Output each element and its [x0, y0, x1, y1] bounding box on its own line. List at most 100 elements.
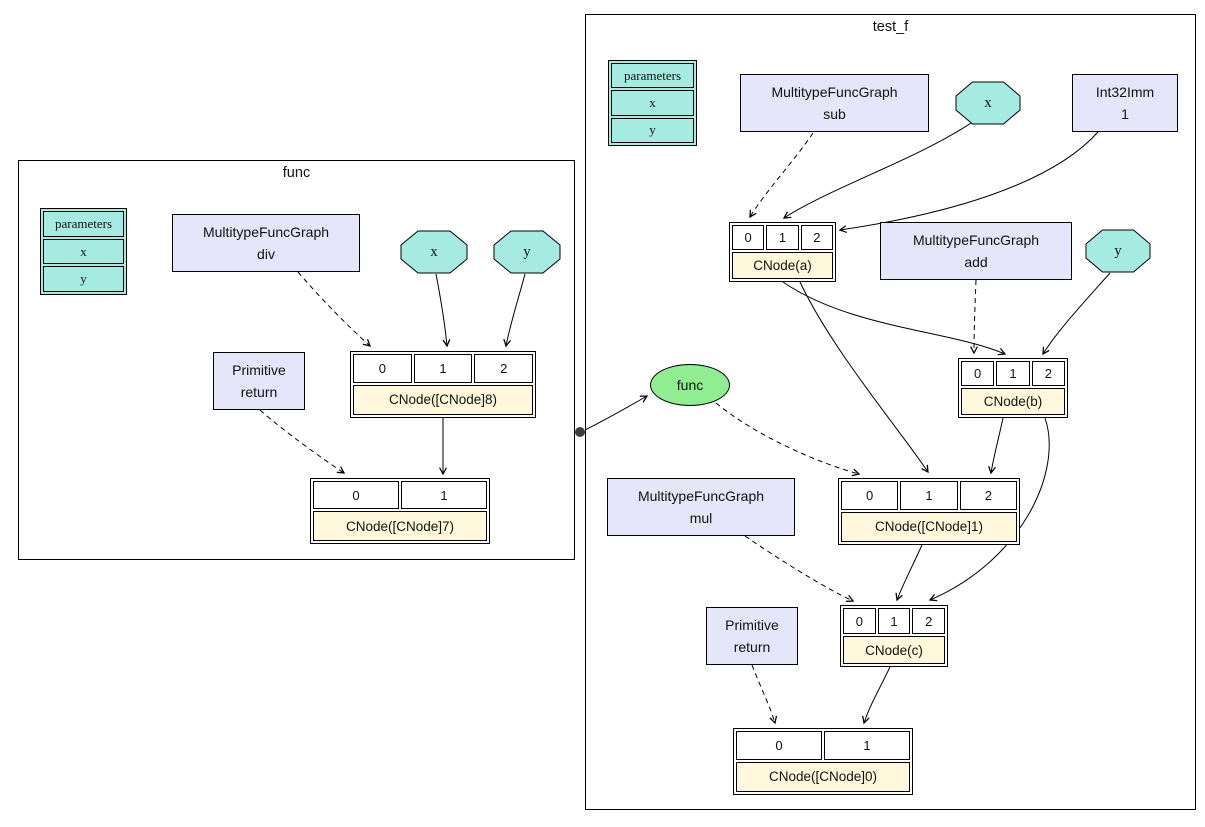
node-name-label: return	[733, 639, 771, 655]
octagon-label: x	[984, 94, 992, 111]
node-name-label: add	[964, 254, 988, 270]
port-1: 1	[824, 731, 910, 760]
test-f-param-y-octagon: y	[1085, 229, 1151, 273]
edge-y-to-cnode8	[503, 273, 526, 348]
node-type-label: MultitypeFuncGraph	[202, 223, 330, 240]
cnode-ports: 0 1 2	[843, 608, 946, 634]
cnode-ports: 0 1	[313, 481, 487, 509]
cnode-label: CNode([CNode]8)	[353, 384, 533, 415]
edge-int32imm-to-cnodea	[838, 131, 1099, 234]
port-1: 1	[996, 361, 1030, 386]
node-name-label: return	[240, 384, 278, 400]
port-0: 0	[961, 361, 995, 386]
test-f-return-node: Primitive return	[706, 607, 798, 665]
octagon-label: y	[1114, 242, 1122, 259]
octagon-shape-icon	[493, 230, 561, 274]
parameter-row-y: y	[43, 266, 124, 293]
parameter-row-x: x	[43, 238, 124, 265]
edge-add-to-cnodeb	[970, 279, 978, 355]
cnode-label: CNode(b)	[961, 388, 1065, 415]
node-type-label: Int32Imm	[1095, 83, 1155, 100]
edge-cnodea-to-cnode1	[799, 281, 929, 474]
node-type-label: Primitive	[725, 616, 779, 633]
node-type-label: MultitypeFuncGraph	[771, 83, 898, 100]
test-f-mul-node: MultitypeFuncGraph mul	[607, 478, 795, 536]
port-0: 0	[843, 608, 876, 634]
cnode-label: CNode(a)	[732, 252, 833, 279]
edge-x-to-cnodea	[782, 120, 975, 219]
edge-return-to-cnode7	[259, 409, 346, 474]
node-type-label: Primitive	[232, 361, 286, 378]
octagon-shape-icon	[400, 230, 468, 274]
cnode-ports: 0 1	[736, 731, 910, 760]
octagon-label: y	[523, 243, 531, 260]
octagon-shape-icon	[955, 81, 1021, 125]
test-f-cnode-a: 0 1 2 CNode(a)	[729, 222, 836, 282]
node-type-label: MultitypeFuncGraph	[912, 231, 1040, 248]
ellipse-label: func	[676, 377, 704, 393]
test-f-parameters-table: parameters x y	[608, 60, 697, 146]
func-div-node: MultitypeFuncGraph div	[172, 214, 360, 272]
func-subgraph-ellipse: func	[650, 364, 730, 406]
node-type-label: MultitypeFuncGraph	[637, 487, 765, 504]
edge-sub-to-cnodea	[749, 132, 814, 219]
octagon-label: x	[430, 243, 438, 260]
test-f-param-x-octagon: x	[955, 81, 1021, 125]
cluster-func-title: func	[282, 165, 311, 181]
edge-x-to-cnode8	[435, 273, 451, 348]
edge-div-to-cnode8	[297, 271, 372, 347]
func-param-x-octagon: x	[400, 230, 468, 274]
test-f-cnode-c: 0 1 2 CNode(c)	[840, 605, 948, 667]
test-f-int32imm-node: Int32Imm 1	[1072, 74, 1178, 132]
parameter-row-x: x	[611, 90, 694, 116]
test-f-cnode-b: 0 1 2 CNode(b)	[958, 358, 1068, 418]
port-0: 0	[353, 354, 412, 383]
port-1: 1	[877, 608, 911, 634]
cnode-ports: 0 1 2	[353, 354, 534, 383]
cnode-label: CNode([CNode]1)	[841, 511, 1017, 542]
port-0: 0	[736, 731, 822, 760]
func-cnode-8: 0 1 2 CNode([CNode]8)	[350, 351, 536, 418]
port-0: 0	[313, 481, 399, 509]
edge-mul-to-cnodec	[744, 535, 855, 603]
port-2: 2	[912, 608, 946, 634]
cnode-ports: 0 1 2	[732, 225, 833, 250]
port-1: 1	[766, 225, 799, 250]
test-f-cnode-0: 0 1 CNode([CNode]0)	[733, 728, 913, 795]
parameters-header: parameters	[611, 63, 694, 89]
port-1: 1	[413, 354, 473, 383]
parameter-row-y: y	[611, 117, 694, 143]
node-name-label: mul	[689, 510, 713, 526]
func-parameters-table: parameters x y	[40, 208, 127, 295]
edge-func-to-cnode1	[715, 402, 861, 477]
edge-cnodeb-to-cnode1	[988, 417, 1004, 475]
cnode-label: CNode(c)	[843, 636, 945, 664]
port-0: 0	[841, 481, 899, 510]
test-f-sub-node: MultitypeFuncGraph sub	[740, 74, 929, 132]
func-param-y-octagon: y	[493, 230, 561, 274]
cluster-func: func	[18, 160, 575, 560]
func-return-node: Primitive return	[213, 352, 305, 410]
test-f-add-node: MultitypeFuncGraph add	[880, 222, 1072, 280]
cnode-label: CNode([CNode]0)	[736, 761, 910, 792]
cluster-test-f-title: test_f	[872, 19, 909, 35]
port-2: 2	[959, 481, 1017, 510]
node-name-label: 1	[1121, 106, 1129, 122]
parameters-header: parameters	[43, 211, 124, 237]
func-cnode-7: 0 1 CNode([CNode]7)	[310, 478, 490, 544]
port-2: 2	[474, 354, 534, 383]
port-1: 1	[900, 481, 958, 510]
cnode-ports: 0 1 2	[841, 481, 1017, 510]
test-f-cnode-1: 0 1 2 CNode([CNode]1)	[838, 478, 1020, 545]
port-1: 1	[401, 481, 487, 509]
node-name-label: sub	[823, 106, 846, 122]
octagon-shape-icon	[1085, 229, 1151, 273]
edge-return-to-cnode0	[751, 664, 778, 725]
cnode-ports: 0 1 2	[961, 361, 1065, 386]
port-2: 2	[800, 225, 833, 250]
cnode-label: CNode([CNode]7)	[313, 511, 487, 541]
cluster-test-f: test_f	[585, 14, 1196, 810]
edge-y-to-cnodeb	[1042, 272, 1111, 356]
